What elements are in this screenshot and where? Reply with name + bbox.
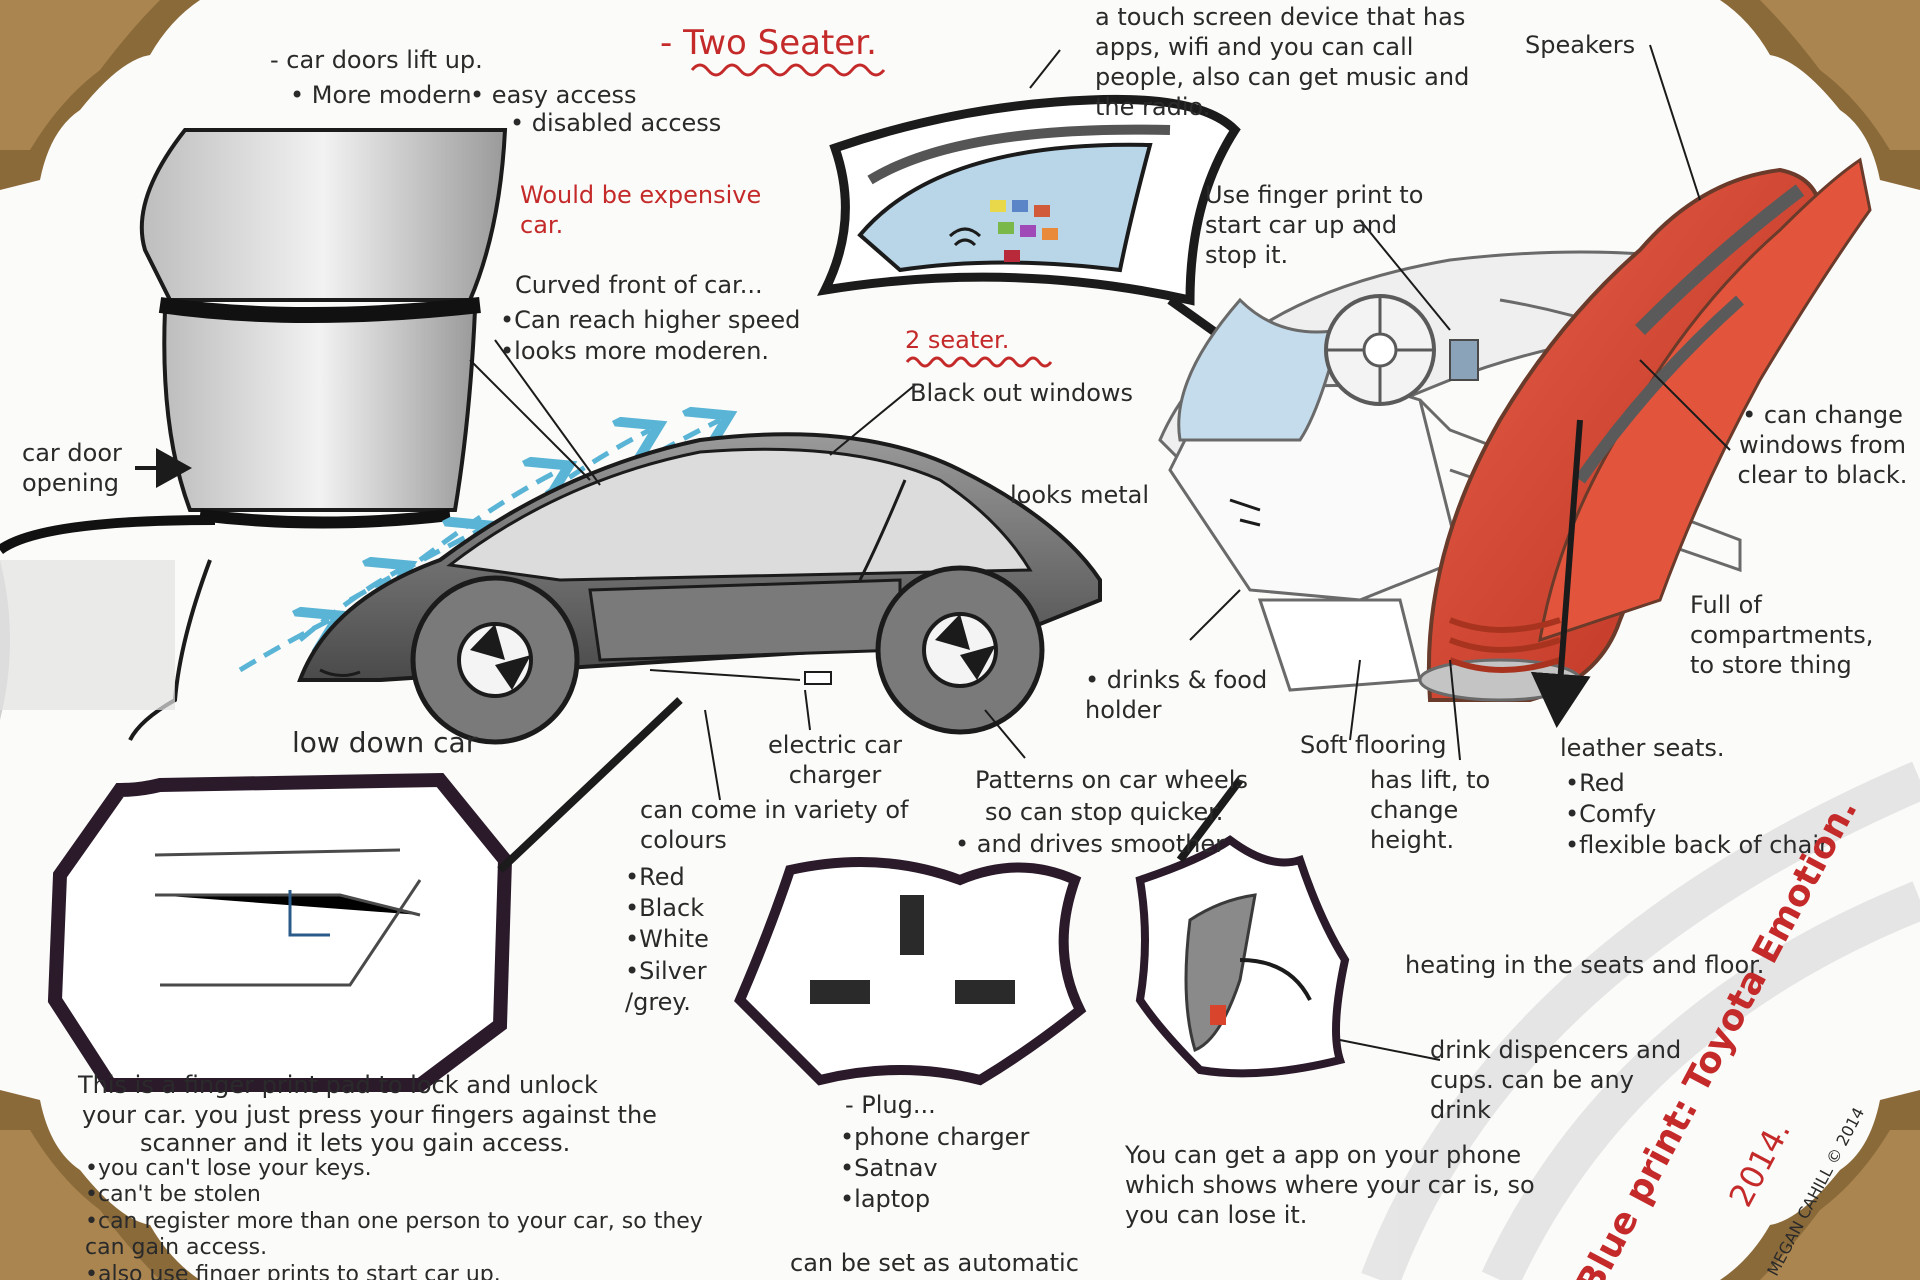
- seat-item: Red: [1565, 768, 1829, 799]
- plug-item: Satnav: [840, 1153, 1029, 1184]
- seat-item: flexible back of chair: [1565, 830, 1829, 861]
- curved-front-point: looks more moderen.: [500, 336, 800, 367]
- seat-compartment-arrow: [1530, 419, 1591, 728]
- fingerprint-pad-list: you can't lose your keys. can't be stole…: [85, 1156, 705, 1280]
- doors-point-disabled-text: disabled access: [531, 109, 722, 137]
- dispencers-note: drink dispencers and cups. can be any dr…: [1430, 1036, 1682, 1124]
- dispenser-leader: [1176, 777, 1244, 863]
- fingerprint-pad-line3: scanner and it lets you gain access.: [140, 1129, 571, 1157]
- seats-list: Red Comfy flexible back of chair: [1565, 768, 1829, 862]
- fingerprint-pad-item: you can't lose your keys.: [85, 1156, 705, 1182]
- colour-item: White: [625, 924, 735, 955]
- dispenser-text-leader: [1339, 1039, 1441, 1061]
- wheels-note-line2: so can stop quicker.: [985, 798, 1224, 826]
- title-squiggle: [690, 63, 886, 77]
- colour-item: Silver /grey.: [625, 956, 735, 1018]
- fingerprint-pad-item: can register more than one person to you…: [85, 1209, 705, 1262]
- corner-mount-bottom-right: [1720, 1090, 1920, 1280]
- doors-point-modern: • More modern: [290, 81, 472, 109]
- windows-change-text: can change windows from clear to black.: [1737, 401, 1908, 489]
- two-seater-squiggle: [905, 356, 1053, 368]
- fingerprint-start-note: Use finger print to start car up and sto…: [1205, 181, 1424, 269]
- touch-screen-note: a touch screen device that has apps, wif…: [1095, 3, 1470, 121]
- plug-socket-callout: [734, 857, 1087, 1086]
- doors-point-disabled: • disabled access: [510, 109, 722, 137]
- sheet-title: - Two Seater.: [660, 23, 877, 63]
- two-seater-note: 2 seater.: [905, 326, 1010, 354]
- colour-item: Red: [625, 862, 735, 893]
- fingerprint-pad-leader: [497, 697, 683, 873]
- automatic-note: can be set as automatic: [790, 1249, 1079, 1277]
- door-opening-label: car door opening: [22, 439, 122, 497]
- app-note: You can get a app on your phone which sh…: [1125, 1141, 1535, 1229]
- fingerprint-pad-item: can't be stolen: [85, 1182, 705, 1208]
- gull-wing-door-drawing: [0, 128, 508, 741]
- drinks-holder-note: • drinks & food holder: [1085, 666, 1268, 724]
- plug-item: phone charger: [840, 1122, 1029, 1153]
- curved-front-point: Can reach higher speed: [500, 305, 800, 336]
- fingerprint-pad-line2: your car. you just press your fingers ag…: [82, 1101, 657, 1129]
- heating-note: heating in the seats and floor.: [1405, 951, 1765, 979]
- doors-point-easy: • easy access: [470, 81, 637, 109]
- doors-point-easy-text: easy access: [491, 81, 637, 109]
- leader-lines: [469, 44, 1731, 801]
- corner-mount-top-left: [0, 0, 200, 190]
- colour-item: Black: [625, 893, 735, 924]
- curved-front-list: Can reach higher speed looks more modere…: [500, 305, 800, 367]
- colours-list: Red Black White Silver /grey.: [625, 862, 735, 1018]
- lift-note: has lift, to change height.: [1370, 766, 1491, 854]
- plug-list: phone charger Satnav laptop: [840, 1122, 1029, 1216]
- wheels-note-line3-text: and drives smoother: [976, 830, 1225, 858]
- fingerprint-pad-callout: [47, 772, 513, 1092]
- wheels-note-line3: • and drives smoother: [955, 830, 1225, 858]
- fingerprint-pad-item: also use finger prints to start car up.: [85, 1262, 705, 1280]
- doors-heading: - car doors lift up.: [270, 46, 483, 74]
- drinks-holder-text: drinks & food holder: [1085, 666, 1268, 724]
- doors-point-modern-text: More modern: [311, 81, 472, 109]
- curved-front-heading: Curved front of car...: [515, 271, 763, 299]
- expense-note: Would be expensive car.: [520, 181, 762, 239]
- seat-item: Comfy: [1565, 799, 1829, 830]
- soft-flooring-note: Soft flooring: [1300, 731, 1447, 759]
- black-out-windows-note: Black out windows: [910, 379, 1134, 407]
- plug-item: laptop: [840, 1184, 1029, 1215]
- car-side-view: [297, 432, 1102, 745]
- red-seats-drawing: [1418, 157, 1872, 702]
- looks-metal-note: looks metal: [1010, 481, 1149, 509]
- speakers-note: Speakers: [1525, 31, 1636, 59]
- wheels-note-line1: Patterns on car wheels: [975, 766, 1248, 794]
- windows-change-note: • can change windows from clear to black…: [1737, 401, 1908, 489]
- charger-note: electric car charger: [768, 731, 902, 789]
- touch-screen-text-leader: [1029, 49, 1061, 89]
- seats-heading: leather seats.: [1560, 734, 1725, 762]
- low-down-car-note: low down car: [292, 726, 478, 759]
- touch-screen-callout: [817, 94, 1241, 306]
- corner-mount-top-right: [1720, 0, 1920, 190]
- fingerprint-pad-line1: This is a finger print pad to lock and u…: [78, 1071, 598, 1099]
- colours-heading: can come in variety of colours: [640, 796, 909, 854]
- drink-dispenser-callout: [1135, 835, 1350, 1078]
- plug-heading: - Plug...: [845, 1091, 936, 1119]
- compartments-note: Full of compartments, to store thing: [1690, 591, 1874, 679]
